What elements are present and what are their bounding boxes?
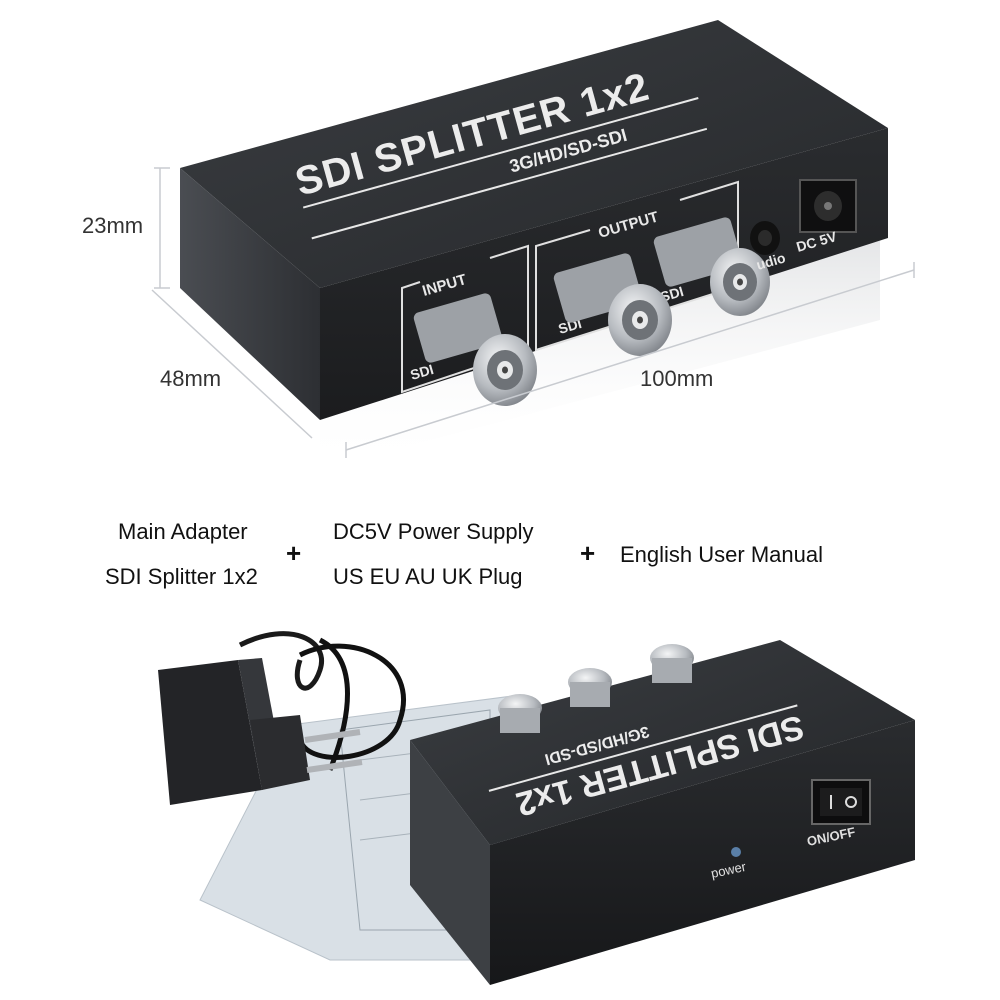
bnc-rear-connectors (498, 644, 694, 733)
depth-dimension-label: 48mm (160, 366, 222, 391)
splitter2-side-face (410, 740, 490, 985)
dimension-lines (151, 167, 915, 458)
on-off-switch: ON/OFF (806, 779, 871, 849)
bnc-output1-connector (553, 253, 672, 356)
power-led: power (710, 847, 748, 881)
power-label: power (710, 859, 748, 881)
package-item-splitter: SDI Splitter 1x2 (105, 564, 258, 589)
input-sdi-label: SDI (408, 361, 435, 383)
bnc-input-connector (413, 293, 537, 406)
splitter-side-face (180, 168, 320, 420)
package-item-main-adapter: Main Adapter (118, 519, 248, 544)
plus-sign-1: + (286, 538, 302, 568)
power-adapter (158, 631, 406, 805)
package-contents-photo: SDI SPLITTER 1x2 3G/HD/SD-SDI power ON/O… (158, 631, 915, 985)
splitter2-front-face (490, 720, 915, 985)
package-item-plugs: US EU AU UK Plug (333, 564, 523, 589)
package-item-manual: English User Manual (620, 542, 823, 567)
bnc-output2-connector (653, 217, 770, 316)
audio-jack: udio (750, 221, 787, 273)
width-dimension-label: 100mm (640, 366, 714, 391)
package-item-power-supply: DC5V Power Supply (333, 519, 534, 544)
dc-power-jack: DC 5V (794, 179, 857, 255)
top-product-photo: SDI SPLITTER 1x2 3G/HD/SD-SDI INPUT SDI … (151, 20, 915, 470)
splitter-top-face (180, 20, 888, 288)
height-dimension-label: 23mm (82, 213, 144, 238)
audio-label: udio (754, 249, 787, 273)
plus-sign-2: + (580, 538, 596, 568)
